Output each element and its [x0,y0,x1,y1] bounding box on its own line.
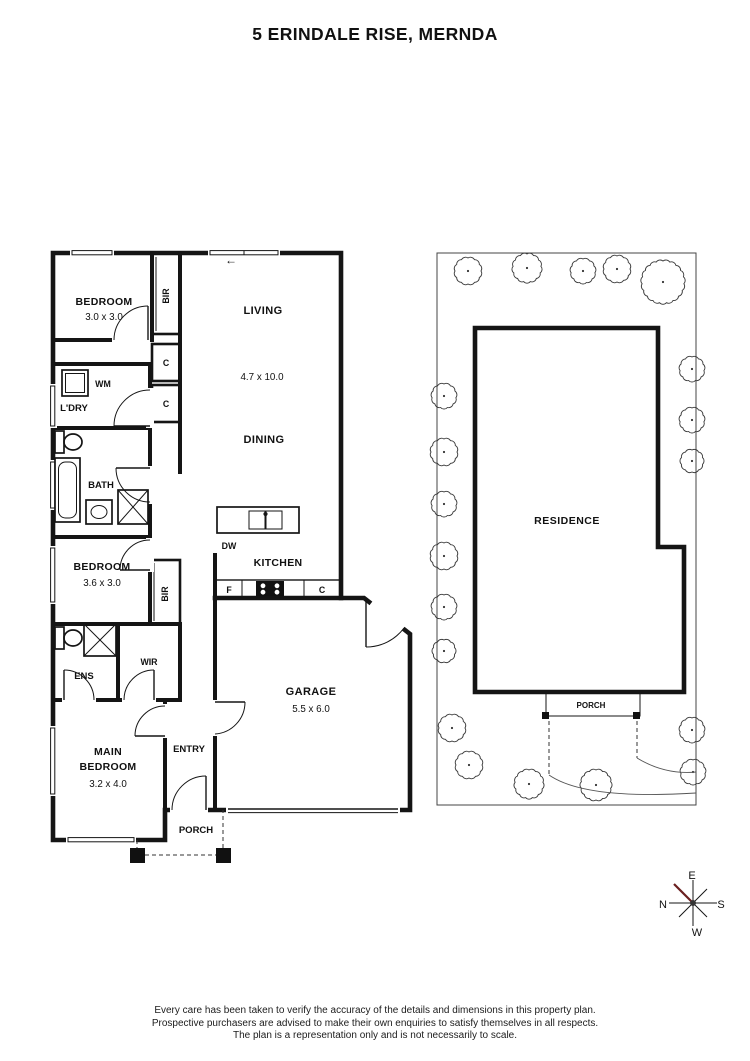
bir-robe [150,251,182,336]
tree-icon [678,406,706,434]
tree-icon [579,768,613,802]
bedroom1-dims: 3.0 x 3.0 [85,312,123,323]
window [50,547,56,603]
fridge-label: F [226,585,232,595]
site-porch-label: PORCH [577,701,606,710]
windows [50,250,398,843]
tree-icon [429,541,459,571]
toilet-icon [54,626,83,650]
disclaimer-line-3: The plan is a representation only and is… [232,1030,518,1041]
disclaimer-line-2: Prospective purchasers are advised to ma… [151,1017,599,1029]
cupboard-label: C [163,399,170,409]
residence-outline [472,325,687,695]
garage-label: GARAGE [286,686,337,698]
garage-dims: 5.5 x 6.0 [292,704,330,715]
toilet-icon [54,430,83,454]
bir-label: BIR [161,288,171,304]
cupboard-label: C [319,585,326,595]
kitchen-island [216,506,300,534]
tree-icon [679,448,705,474]
site-plan: RESIDENCE PORCH [429,252,707,806]
porch-post [216,848,231,863]
tree-icon [431,638,457,664]
compass-s: S [717,899,724,911]
residence-label: RESIDENCE [534,515,600,527]
tree-icon [430,490,458,518]
window [67,837,135,843]
cupboard [150,342,182,383]
laundry-label: L'DRY [60,403,88,414]
trees [429,252,707,802]
tree-icon [511,252,543,284]
tree-icon [640,259,686,305]
cupboard-label: C [163,358,170,368]
porch-structure [130,810,231,863]
window [50,727,56,795]
kitchen-label: KITCHEN [254,557,303,569]
bedroom1-label: BEDROOM [76,296,133,308]
wm-label: WM [95,379,111,389]
porch-post [130,848,145,863]
tree-icon [430,593,458,621]
floorplan-labels: BEDROOM 3.0 x 3.0 BIR C C WM L'DRY LIVIN… [60,253,336,836]
tree-icon [513,768,545,800]
shower-icon [83,623,117,657]
bedroom2-label: BEDROOM [74,561,131,573]
dw-label: DW [222,541,237,551]
stove-icon [256,581,284,596]
robes-and-cupboards [148,251,182,626]
main-bedroom-label-2: BEDROOM [80,761,137,773]
compass-rose: E S W N [659,870,725,939]
site-porch: PORCH [542,692,697,795]
bath-label: BATH [88,480,114,491]
dining-label: DINING [244,434,285,446]
shower-icon [117,489,149,525]
ens-label: ENS [74,671,94,682]
porch-post [633,712,640,719]
bathtub-icon [54,457,81,523]
lot-boundary [436,252,697,806]
tree-icon [429,437,459,467]
tree-icon [602,254,632,284]
living-label: LIVING [243,305,282,317]
disclaimer-line-1: Every care has been taken to verify the … [154,1005,596,1016]
tree-icon [569,257,597,285]
compass-w: W [692,927,703,939]
porch-post [542,712,549,719]
arrow-left-icon: ← [225,253,237,267]
compass-center [690,900,696,906]
page-title: 5 ERINDALE RISE, MERNDA [252,24,498,44]
interior-walls [51,251,344,812]
main-bedroom-dims: 3.2 x 4.0 [89,779,127,790]
vanity-sink-icon [85,499,113,525]
porch-label: PORCH [179,825,213,836]
kitchen-bench [215,579,341,598]
entry-label: ENTRY [173,744,206,755]
tree-icon [678,355,706,383]
living-dims: 4.7 x 10.0 [240,372,284,383]
wir-label: WIR [140,657,158,667]
compass-e: E [688,870,695,882]
tree-icon [454,750,484,780]
floor-plan: BEDROOM 3.0 x 3.0 BIR C C WM L'DRY LIVIN… [49,249,413,863]
tree-icon [437,713,467,743]
door-swings [63,305,405,811]
bir-robe [148,558,182,626]
bir-label: BIR [160,586,170,602]
tree-icon [678,716,706,744]
disclaimer: Every care has been taken to verify the … [0,1005,750,1043]
fixtures [54,369,341,657]
tree-icon [430,382,458,410]
compass-needle [673,883,694,904]
window [71,250,113,256]
tree-icon [453,256,483,286]
washing-machine-icon [61,369,89,397]
main-bedroom-label-1: MAIN [94,746,122,758]
bedroom2-dims: 3.6 x 3.0 [83,578,121,589]
sink-icon [248,510,266,530]
window [50,385,56,427]
compass-n: N [659,899,667,911]
